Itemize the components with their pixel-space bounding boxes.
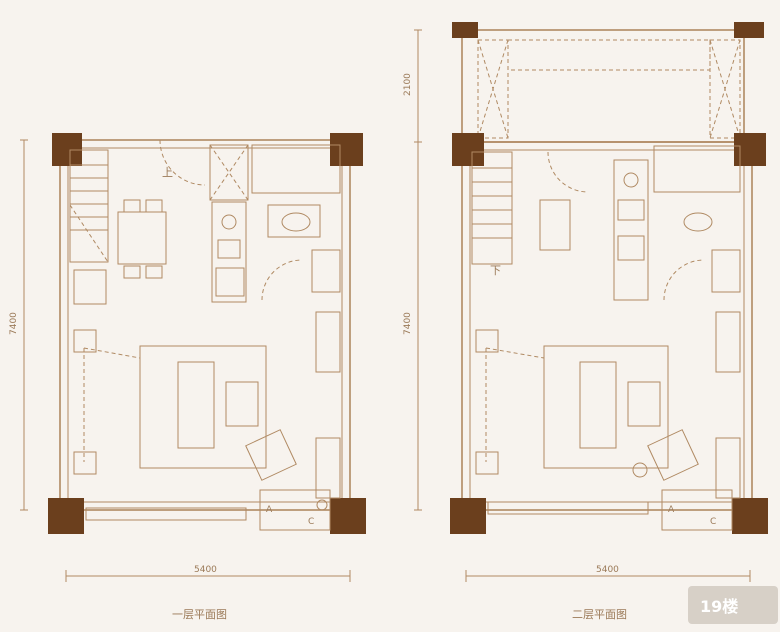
door-swing xyxy=(159,139,206,186)
plan-title: 二层平面图 xyxy=(572,608,627,621)
outer-wall xyxy=(461,141,753,511)
sofa xyxy=(177,361,215,449)
column xyxy=(732,498,768,534)
stove xyxy=(617,235,645,261)
sink xyxy=(221,214,237,230)
column xyxy=(330,133,363,166)
plan-first-floor: 上 A C xyxy=(9,133,366,621)
svg-text:C: C xyxy=(308,517,314,527)
column xyxy=(734,22,764,38)
curtain xyxy=(83,347,141,462)
outer-wall xyxy=(59,139,351,511)
wardrobe xyxy=(715,311,741,373)
side-table xyxy=(632,462,648,478)
plan-title: 一层平面图 xyxy=(172,608,227,621)
window xyxy=(487,501,649,515)
wardrobe xyxy=(315,311,341,373)
svg-text:A: A xyxy=(266,505,273,515)
dimension-width: 5400 xyxy=(596,565,619,575)
armchair xyxy=(245,429,297,481)
kitchen-counter xyxy=(613,159,649,301)
dimension-height: 7400 xyxy=(9,312,19,335)
curtain xyxy=(485,347,545,462)
shower xyxy=(251,144,341,194)
dimension-height: 7400 xyxy=(403,312,413,335)
column xyxy=(452,22,478,38)
dimension-width: 5400 xyxy=(194,565,217,575)
stair-down-label: 下 xyxy=(490,264,501,277)
door-swing xyxy=(663,259,705,301)
kitchen-counter xyxy=(211,201,247,303)
desk xyxy=(539,199,571,251)
bath-wall xyxy=(267,204,321,238)
door-swing xyxy=(261,259,303,301)
watermark-logo: 19楼 xyxy=(688,586,778,624)
door-swing xyxy=(547,151,589,193)
toilet xyxy=(281,212,311,232)
dimension-upper: 2100 xyxy=(403,73,413,96)
plan-second-floor: 下 A C 2100 7400 5400 二层平面图 xyxy=(403,22,768,621)
balcony-appliance xyxy=(259,489,331,531)
wash-basin xyxy=(311,249,341,293)
sofa xyxy=(579,361,617,449)
inner-wall-line xyxy=(469,149,745,503)
wash-basin xyxy=(711,249,741,293)
coffee-table xyxy=(627,381,661,427)
stove xyxy=(215,267,245,297)
bed xyxy=(543,345,669,469)
dining-table xyxy=(117,211,167,265)
column xyxy=(452,133,484,166)
coffee-table xyxy=(225,381,259,427)
balcony-appliance xyxy=(661,489,733,531)
wardrobe xyxy=(715,437,741,499)
svg-text:A: A xyxy=(668,505,675,515)
cabinet xyxy=(73,269,107,305)
fridge-area xyxy=(209,144,249,201)
wardrobe xyxy=(315,437,341,499)
watermark-text: 19楼 xyxy=(700,597,738,616)
window xyxy=(85,507,247,521)
column xyxy=(48,498,84,534)
column xyxy=(450,498,486,534)
svg-text:C: C xyxy=(710,517,716,527)
armchair xyxy=(647,429,699,481)
shower xyxy=(653,145,741,193)
stair xyxy=(471,151,513,265)
sink xyxy=(623,172,639,188)
stair-up-label: 上 xyxy=(162,166,173,179)
upper-terrace xyxy=(461,29,745,143)
stair xyxy=(69,149,109,263)
column xyxy=(330,498,366,534)
toilet xyxy=(683,212,713,232)
column xyxy=(734,133,766,166)
inner-wall-line xyxy=(67,147,343,503)
bed xyxy=(139,345,267,469)
